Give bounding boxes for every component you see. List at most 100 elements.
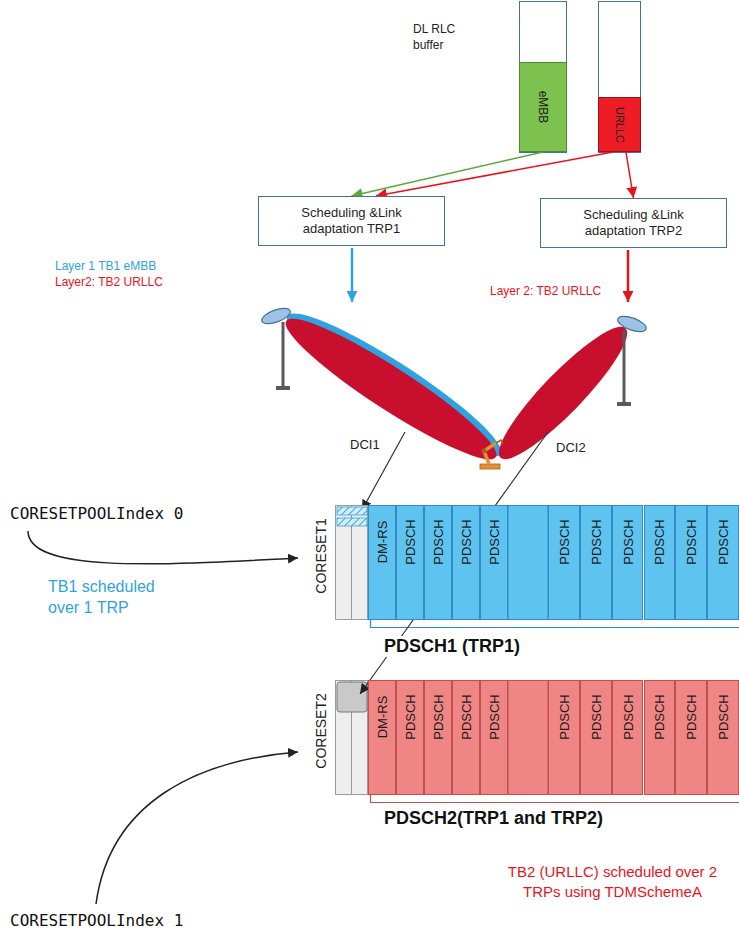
beam [275,303,508,474]
column-label: PDSCH [684,519,699,565]
connector [626,152,634,198]
pointer-arrow [96,752,298,904]
column-label: PDSCH [556,519,571,565]
drawing-part [617,402,631,406]
layer-label: Layer 2: TB2 URLLC [490,284,601,300]
column-label: PDSCH [431,694,446,740]
node-text: Scheduling &Link adaptation TRP1 [286,205,418,238]
resource-column: PDSCH [644,505,676,620]
buffer-fill: URLLC [598,97,641,152]
coreset-box [337,682,367,712]
drawing-part [260,305,292,327]
note: TB1 scheduled over 1 TRP [48,577,173,619]
drawing-part [276,386,290,390]
process-box: Scheduling &Link adaptation TRP2 [540,198,727,248]
column-label: PDSCH [652,519,667,565]
drawing-part [282,322,285,388]
process-box: Scheduling &Link adaptation TRP1 [258,196,445,246]
resource-column: DM-RS [368,505,396,620]
resource-column: PDSCH [580,680,612,795]
beam-arrow [627,250,630,302]
dci-leader [360,432,548,694]
node-text: Scheduling &Link adaptation TRP2 [568,207,700,240]
empty-symbol [508,506,548,620]
column-label: PDSCH [403,519,418,565]
resource-column: PDSCH [396,505,424,620]
connector [352,152,544,196]
dci-label: DCI2 [556,440,586,457]
column-label: PDSCH [652,694,667,740]
resource-column: PDSCH [675,680,707,795]
column-label: PDSCH [588,694,603,740]
column-label: PDSCH [431,519,446,565]
buffer-outline [520,2,567,153]
resource-column: DM-RS [368,680,396,795]
coreset-label: CORESET2 [312,693,330,768]
drawing-part [480,464,500,469]
beam-arrow [351,248,354,302]
column-label: PDSCH [620,694,635,740]
column-label: PDSCH [556,694,571,740]
drawing-part [496,440,503,444]
column-label: PDSCH [459,694,474,740]
resource-column: PDSCH [548,505,580,620]
resource-column: PDSCH [452,680,480,795]
resource-column: PDSCH [396,680,424,795]
drawing-part [484,443,496,464]
resource-grid: PDSCH1 (TRP1) DM-RS PDSCH PDSCH PDSCH PDSCH PD… [335,505,739,660]
buffer-outline [599,2,641,153]
coreset-hatch [337,507,367,515]
pool-label: CORESETPOOLIndex 0 [10,504,183,525]
column-label: PDSCH [487,519,502,565]
drawing-part [623,330,626,404]
column-label: PDSCH [716,694,731,740]
antenna [616,313,648,406]
node-text: eMBB [536,91,550,124]
pointer-arrow [28,531,298,564]
column-label: PDSCH [684,694,699,740]
resource-column: PDSCH [580,505,612,620]
grid-caption: PDSCH1 (TRP1) [381,636,523,657]
column-label: PDSCH [459,519,474,565]
column-label: DM-RS [375,696,390,739]
column-label: PDSCH [620,519,635,565]
drawing-part [482,449,487,454]
connector [376,152,613,196]
node-text: URLLC [614,106,626,142]
resource-column: PDSCH [675,505,707,620]
resource-grid: PDSCH2(TRP1 and TRP2) DM-RS PDSCH PDSCH PDSC… [335,680,739,830]
resource-column: PDSCH [707,505,739,620]
resource-column: PDSCH [612,505,644,620]
resource-column: PDSCH [480,680,508,795]
buffer-fill: eMBB [519,62,567,152]
note: TB2 (URLLC) scheduled over 2 TRPs using … [505,862,720,901]
antenna [260,305,292,390]
coreset-hatch [337,518,367,526]
layer-label: Layer 1 TB1 eMBB [55,259,156,275]
resource-column: PDSCH [424,680,452,795]
column-label: PDSCH [403,694,418,740]
resource-column: PDSCH [452,505,480,620]
column-label: PDSCH [716,519,731,565]
buffer-label: DL RLC buffer [413,22,465,53]
bracket [371,795,739,803]
pool-label: CORESETPOOLIndex 1 [10,911,183,932]
coreset-label: CORESET1 [312,518,330,593]
resource-column: PDSCH [612,680,644,795]
grid-caption: PDSCH2(TRP1 and TRP2) [381,808,606,829]
column-label: DM-RS [375,521,390,564]
beam [486,314,640,471]
robot-icon [480,440,503,469]
empty-symbol [508,681,548,795]
column-label: PDSCH [588,519,603,565]
resource-column: PDSCH [707,680,739,795]
column-label: PDSCH [487,694,502,740]
drawing-part [616,313,648,335]
bracket [371,620,739,628]
layer-label: Layer2: TB2 URLLC [55,275,163,291]
resource-column: PDSCH [548,680,580,795]
dci-label: DCI1 [350,437,380,454]
resource-column: PDSCH [424,505,452,620]
resource-column: PDSCH [644,680,676,795]
